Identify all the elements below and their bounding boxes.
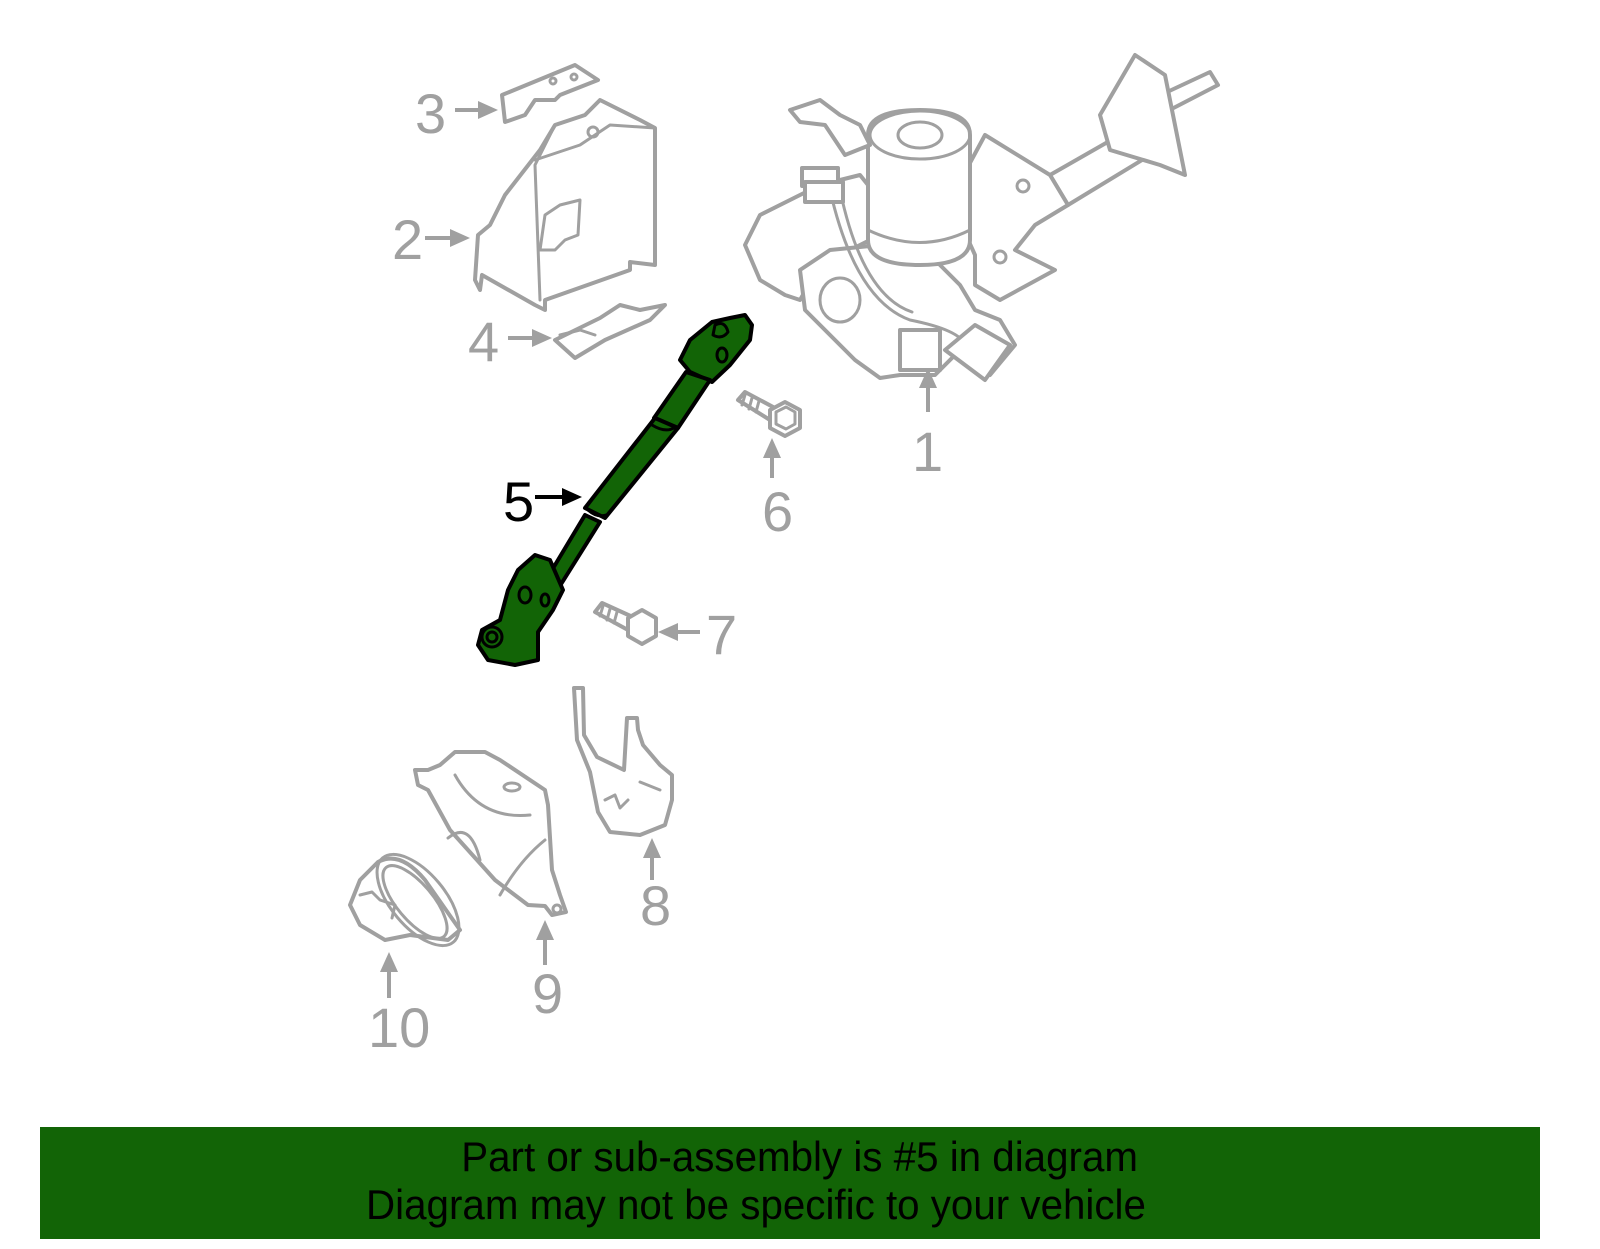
part-10-seal [348,852,462,948]
callout-number-5: 5 [503,470,535,533]
callout-2-arrow [425,229,470,247]
callout-number-6: 6 [762,480,794,543]
callout-number-8: 8 [640,874,672,937]
callout-4-arrow [508,329,552,347]
callout-7-arrow [658,623,700,641]
part-7-bolt [593,601,658,646]
callout-number-7: 7 [706,603,738,666]
part-3-upper-bracket [500,63,600,124]
callout-number-3: 3 [415,82,447,145]
callout-number-9: 9 [532,962,564,1025]
part-5-intermediate-shaft[interactable] [476,313,754,667]
callout-5-arrow [535,488,582,506]
callout-number-4: 4 [468,310,500,373]
callout-number-2: 2 [392,208,424,271]
callout-9-arrow [536,920,554,965]
part-2-control-module [473,98,657,312]
banner-part-note: Part or sub-assembly is #5 in diagram [461,1133,1138,1180]
part-8-bracket [572,686,674,837]
callout-number-10: 10 [368,996,431,1059]
part-9-boot-cover [413,750,568,917]
part-1-steering-column [743,53,1220,382]
callout-3-arrow [455,101,498,119]
callout-10-arrow [380,952,398,998]
info-banner: Part or sub-assembly is #5 in diagram Di… [40,1127,1540,1239]
callout-8-arrow [643,838,661,880]
part-6-bolt [736,390,802,438]
callout-number-1: 1 [912,420,944,483]
callout-1-arrow [919,368,937,412]
part-4-lower-bracket [553,303,667,360]
callout-6-arrow [763,438,781,478]
parts-diagram: 1 2 3 4 5 6 7 8 9 10 [348,53,1220,1059]
banner-disclaimer: Diagram may not be specific to your vehi… [366,1181,1146,1228]
